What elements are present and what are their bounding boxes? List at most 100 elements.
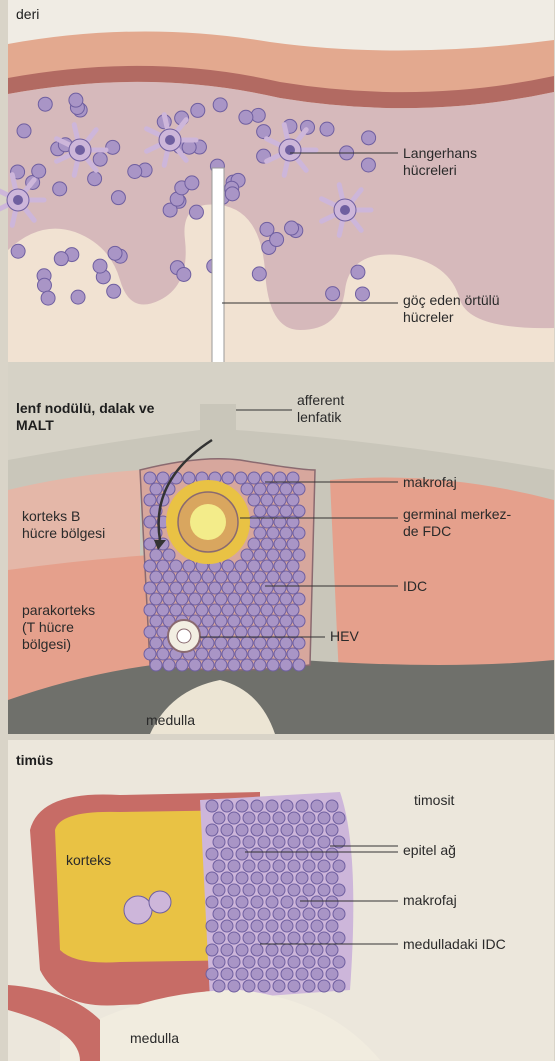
lymphocyte — [326, 848, 338, 860]
lymphocyte — [202, 659, 214, 671]
lymphocyte — [288, 812, 300, 824]
lymphocyte — [37, 278, 51, 292]
lymphocyte — [281, 848, 293, 860]
lymphocyte — [209, 604, 221, 616]
lymph-title: lenf nodülü, dalak ve MALT — [16, 400, 154, 434]
lymphocyte — [355, 287, 369, 301]
lymphocyte — [228, 812, 240, 824]
lymphocyte — [189, 593, 201, 605]
lymphocyte — [157, 648, 169, 660]
lymphocyte — [281, 800, 293, 812]
lymphocyte — [285, 221, 299, 235]
lymphocyte — [241, 571, 253, 583]
lymphocyte — [267, 659, 279, 671]
lymphocyte — [296, 920, 308, 932]
thymocyte-label: timosit — [414, 792, 454, 809]
lymphocyte — [41, 291, 55, 305]
lymphocyte — [213, 932, 225, 944]
lymphocyte — [144, 604, 156, 616]
migrating-cells-label: göç eden örtülü hücreler — [403, 292, 500, 326]
lymphocyte — [243, 836, 255, 848]
lymphocyte — [273, 884, 285, 896]
lymphocyte — [361, 158, 375, 172]
lymphocyte — [293, 505, 305, 517]
lymphocyte — [287, 604, 299, 616]
lymphocyte — [318, 812, 330, 824]
lymphocyte — [267, 571, 279, 583]
lymphocyte — [258, 884, 270, 896]
lymphocyte — [296, 968, 308, 980]
lymphocyte — [32, 164, 46, 178]
lymphocyte — [170, 604, 182, 616]
lymphocyte — [93, 152, 107, 166]
lymphocyte — [261, 538, 273, 550]
lymphocyte — [303, 836, 315, 848]
lymphocyte — [228, 980, 240, 992]
lymphocyte — [293, 615, 305, 627]
lymphocyte — [150, 637, 162, 649]
lymphocyte — [228, 956, 240, 968]
lymphocyte — [228, 932, 240, 944]
lymphocyte — [273, 980, 285, 992]
lymphocyte — [222, 648, 234, 660]
lymphocyte — [254, 615, 266, 627]
macrophage-label: makrofaj — [403, 474, 457, 491]
lymphocyte — [93, 259, 107, 273]
lymphocyte — [163, 571, 175, 583]
lymphocyte — [326, 944, 338, 956]
lymphocyte — [209, 626, 221, 638]
langerhans-label: Langerhans hücreleri — [403, 145, 477, 179]
lymphocyte — [303, 860, 315, 872]
lymphocyte — [258, 812, 270, 824]
lymphocyte — [273, 860, 285, 872]
thymus-medulla-label: medulla — [130, 1030, 179, 1047]
lymphocyte — [251, 108, 265, 122]
lymphocyte — [241, 637, 253, 649]
lymphocyte — [251, 944, 263, 956]
lymphocyte — [11, 244, 25, 258]
lymphocyte — [222, 472, 234, 484]
lymphocyte — [144, 538, 156, 550]
lymphocyte — [296, 800, 308, 812]
lymphocyte — [266, 968, 278, 980]
lymphocyte — [243, 980, 255, 992]
lymphocyte — [273, 932, 285, 944]
lymphocyte — [333, 932, 345, 944]
lymphocyte — [209, 582, 221, 594]
lymphocyte — [202, 637, 214, 649]
lymphocyte — [362, 131, 376, 145]
lymphocyte — [267, 527, 279, 539]
lymphocyte — [163, 593, 175, 605]
lymphocyte — [274, 494, 286, 506]
lymphocyte — [303, 932, 315, 944]
lymphocyte — [333, 884, 345, 896]
lymphocyte — [258, 860, 270, 872]
lymphocyte — [270, 233, 284, 247]
lymphocyte — [258, 980, 270, 992]
lymphocyte — [251, 872, 263, 884]
lymphocyte — [287, 582, 299, 594]
lymphocyte — [213, 956, 225, 968]
lymphocyte — [157, 472, 169, 484]
lymphocyte — [215, 637, 227, 649]
lymphocyte — [221, 944, 233, 956]
lymphocyte — [215, 571, 227, 583]
lymphocyte — [254, 549, 266, 561]
lymphocyte — [267, 483, 279, 495]
lymphocyte — [243, 908, 255, 920]
lymphocyte — [144, 516, 156, 528]
lymphocyte — [254, 505, 266, 517]
lymphocyte — [267, 549, 279, 561]
lymphocyte — [206, 968, 218, 980]
lymphocyte — [206, 848, 218, 860]
lymphocyte — [107, 284, 121, 298]
lymphocyte — [170, 560, 182, 572]
lymphocyte — [281, 824, 293, 836]
paracortex-label: parakorteks (T hücre bölgesi) — [22, 602, 95, 653]
lymphocyte — [318, 980, 330, 992]
lymphocyte — [236, 968, 248, 980]
lymphocyte — [296, 848, 308, 860]
lymphocyte — [183, 582, 195, 594]
lymphocyte — [280, 549, 292, 561]
